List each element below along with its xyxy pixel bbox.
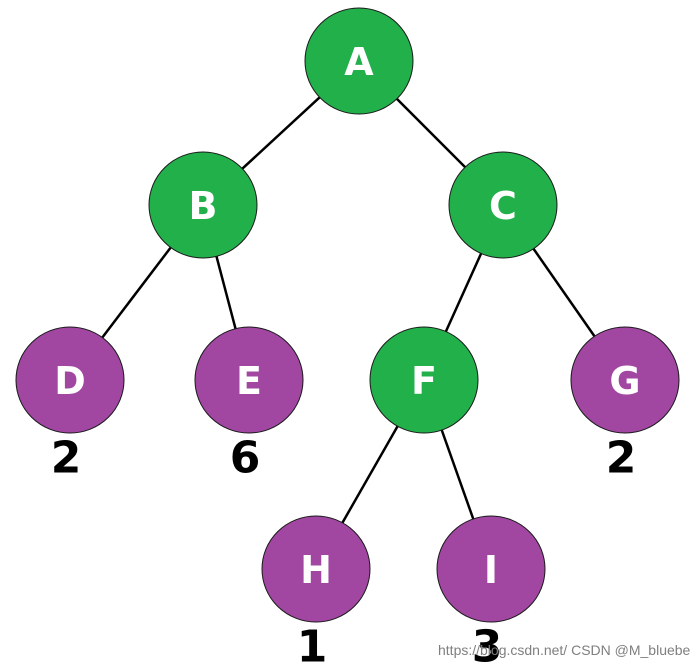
node-label-c: C — [489, 184, 517, 228]
node-c: C — [448, 151, 558, 259]
weight-h: 1 — [297, 622, 328, 670]
edge-f-h — [340, 424, 400, 525]
edge-b-d — [100, 245, 173, 340]
node-e: E — [194, 326, 304, 434]
node-b: B — [148, 151, 258, 259]
node-label-a: A — [344, 40, 374, 84]
watermark: https://blog.csdn.net/ CSDN @M_blueberry — [438, 642, 690, 658]
weight-d: 2 — [51, 433, 82, 484]
weights-layer: 2 6 2 1 3 — [51, 433, 637, 670]
node-label-e: E — [236, 359, 262, 403]
edge-c-g — [531, 246, 597, 339]
node-circle-h — [261, 515, 371, 623]
node-circle-d — [15, 326, 125, 434]
node-h: H — [261, 515, 371, 623]
weight-e: 6 — [230, 433, 261, 484]
node-label-h: H — [300, 548, 332, 592]
edge-a-b — [240, 95, 322, 171]
node-i: I — [436, 515, 546, 623]
node-d: D — [15, 326, 125, 434]
node-circle-g — [570, 326, 680, 434]
weight-g: 2 — [606, 433, 637, 484]
edge-a-c — [394, 96, 468, 170]
node-label-d: D — [54, 359, 86, 403]
node-label-f: F — [411, 359, 437, 403]
node-label-i: I — [484, 548, 498, 592]
weight-i: 3 — [472, 622, 503, 670]
node-circle-i — [436, 515, 546, 623]
node-a: A — [304, 7, 414, 115]
node-circle-c — [448, 151, 558, 259]
node-circle-e — [194, 326, 304, 434]
node-circle-b — [148, 151, 258, 259]
edge-b-e — [214, 254, 238, 331]
node-circle-a — [304, 7, 414, 115]
edge-c-f — [444, 251, 483, 334]
edge-f-i — [440, 428, 475, 521]
nodes-layer: A B C D E F G H I — [15, 7, 680, 623]
edges-layer — [100, 95, 597, 525]
node-f: F — [369, 326, 479, 434]
node-g: G — [570, 326, 680, 434]
node-label-b: B — [189, 184, 218, 228]
node-circle-f — [369, 326, 479, 434]
node-label-g: G — [609, 359, 640, 403]
